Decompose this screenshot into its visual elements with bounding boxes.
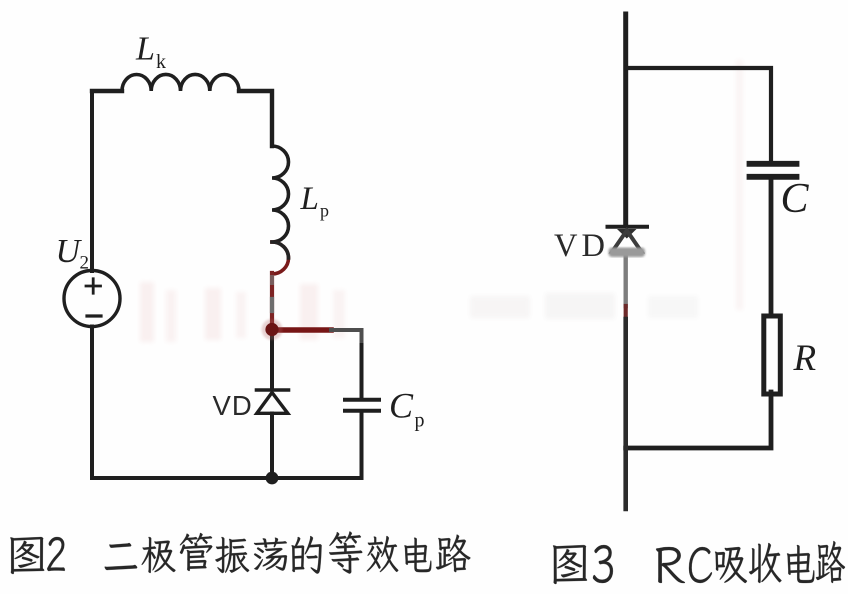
svg-text:L: L — [135, 30, 155, 67]
svg-text:C: C — [389, 386, 414, 426]
svg-text:VD: VD — [554, 228, 609, 264]
svg-text:VD: VD — [213, 390, 253, 421]
svg-text:p: p — [415, 410, 425, 432]
svg-text:R: R — [793, 338, 817, 379]
svg-text:2: 2 — [80, 253, 90, 274]
svg-text:k: k — [156, 51, 166, 73]
svg-text:U: U — [56, 233, 83, 270]
svg-text:L: L — [300, 181, 319, 217]
svg-text:p: p — [320, 201, 329, 221]
svg-text:C: C — [781, 176, 810, 222]
